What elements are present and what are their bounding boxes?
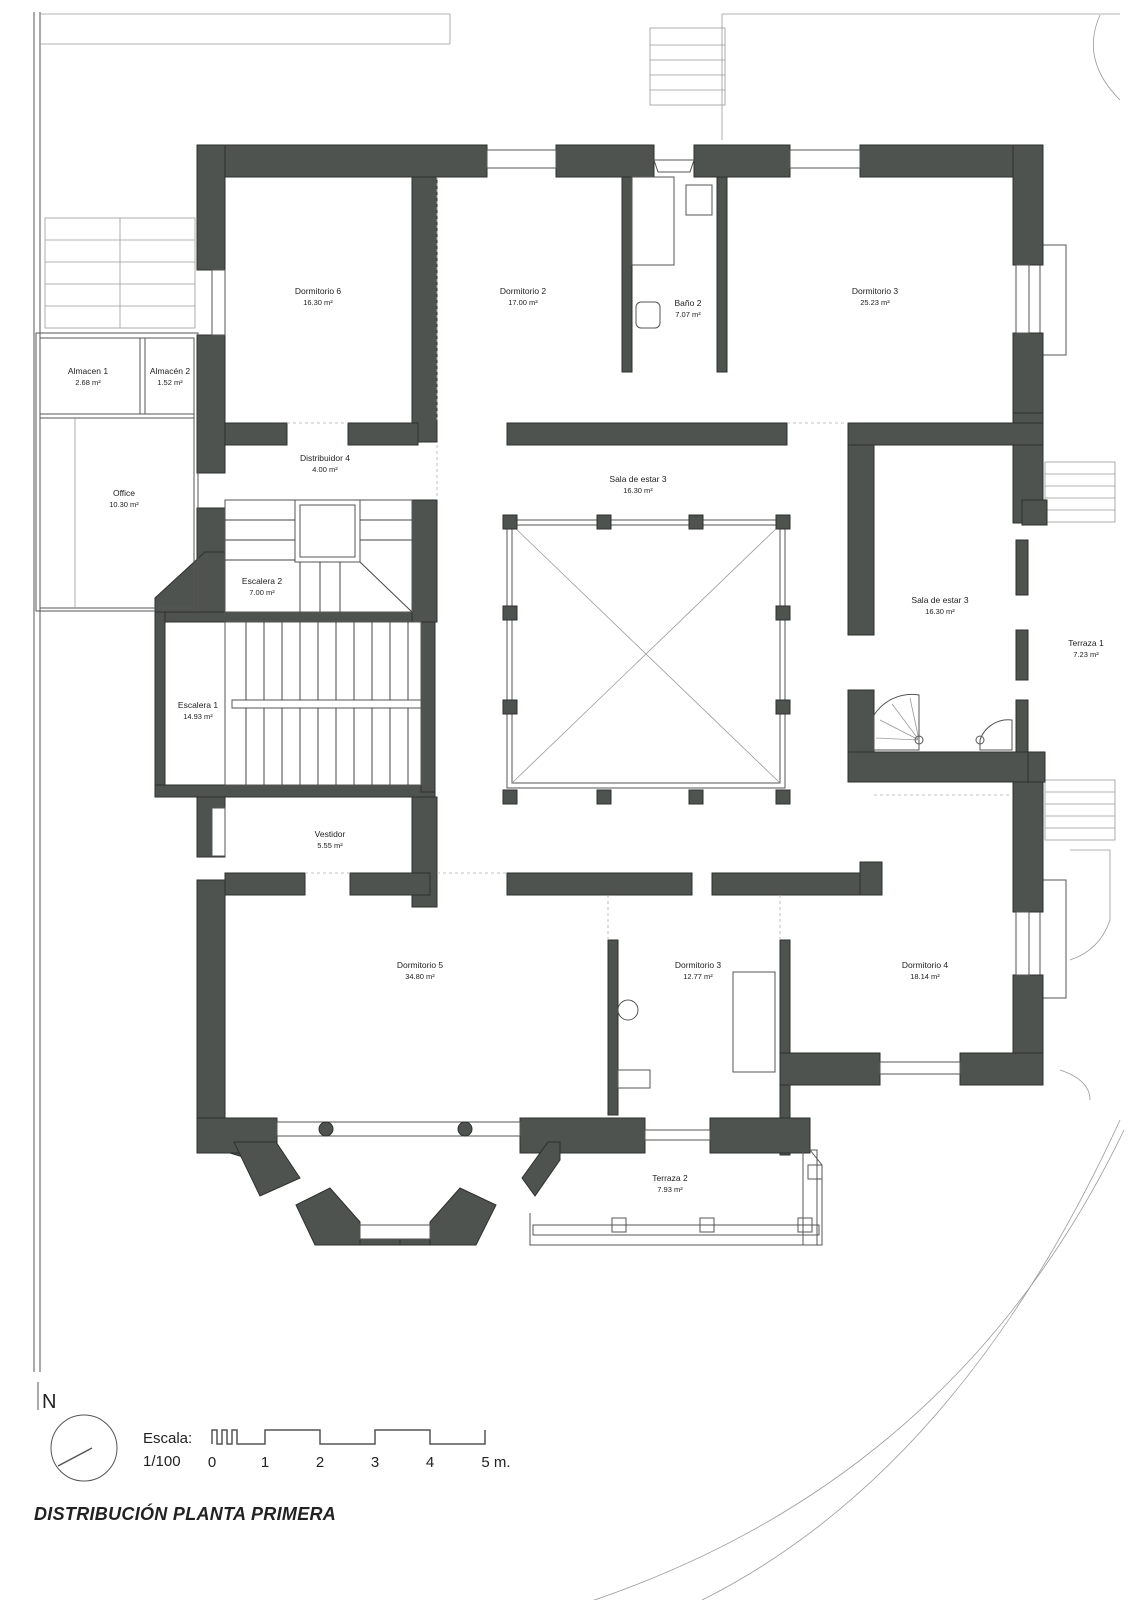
room-label-dormitorio3b: Dormitorio 3 <box>675 960 722 970</box>
room-label-terraza2: Terraza 2 <box>652 1173 688 1183</box>
room-label-distribuidor4: Distribuidor 4 <box>300 453 350 463</box>
room-label-dormitorio3a: Dormitorio 3 <box>852 286 899 296</box>
scale-tick-5: 5 m. <box>481 1454 510 1471</box>
room-area-vestidor: 5.55 m² <box>317 841 343 850</box>
room-area-office: 10.30 m² <box>109 500 139 509</box>
room-area-salaestar3a: 16.30 m² <box>623 486 653 495</box>
room-area-dormitorio2: 17.00 m² <box>508 298 538 307</box>
atrium <box>502 514 791 805</box>
scale-tick-2: 2 <box>316 1454 324 1471</box>
room-label-dormitorio4: Dormitorio 4 <box>902 960 949 970</box>
room-area-salaestar3b: 16.30 m² <box>925 607 955 616</box>
scale-tick-1: 1 <box>261 1454 269 1471</box>
room-label-salaestar3a: Sala de estar 3 <box>609 474 666 484</box>
dashed-openings <box>287 177 1013 940</box>
windows <box>211 149 1030 1240</box>
west-annex <box>35 332 199 612</box>
room-area-dormitorio5: 34.80 m² <box>405 972 435 981</box>
room-area-dormitorio6: 16.30 m² <box>303 298 333 307</box>
room-area-bano2: 7.07 m² <box>675 310 701 319</box>
scale-tick-0: 0 <box>208 1454 216 1471</box>
room-label-escalera1: Escalera 1 <box>178 700 218 710</box>
scale-label: Escala: <box>143 1430 192 1447</box>
room-area-almacen2: 1.52 m² <box>157 378 183 387</box>
stair-1 <box>224 621 422 786</box>
site-lines <box>33 12 1125 1600</box>
scale-ratio: 1/100 <box>143 1453 181 1470</box>
room-area-distribuidor4: 4.00 m² <box>312 465 338 474</box>
room-area-terraza1: 7.23 m² <box>1073 650 1099 659</box>
room-area-almacen1: 2.68 m² <box>75 378 101 387</box>
north-label: N <box>42 1391 56 1413</box>
compass-icon <box>50 1414 118 1482</box>
room-label-bano2: Baño 2 <box>675 298 702 308</box>
room-area-dormitorio3b: 12.77 m² <box>683 972 713 981</box>
scale-tick-3: 3 <box>371 1454 379 1471</box>
room-label-almacen2: Almacén 2 <box>150 366 190 376</box>
walls <box>154 144 1048 1246</box>
north-arrow: N <box>37 1382 118 1482</box>
scale-tick-4: 4 <box>426 1454 434 1471</box>
room-area-escalera2: 7.00 m² <box>249 588 275 597</box>
plan-title: DISTRIBUCIÓN PLANTA PRIMERA <box>34 1504 337 1524</box>
stair-2 <box>224 499 413 613</box>
room-label-terraza1: Terraza 1 <box>1068 638 1104 648</box>
bathroom-fixtures <box>617 176 776 1089</box>
room-area-terraza2: 7.93 m² <box>657 1185 683 1194</box>
north-needle <box>57 1447 93 1467</box>
room-labels: Dormitorio 6 16.30 m² Dormitorio 2 17.00… <box>68 286 1104 1194</box>
room-area-dormitorio3a: 25.23 m² <box>860 298 890 307</box>
scale-bar: Escala: 1/100 0 1 2 3 4 5 m. <box>143 1429 511 1471</box>
room-area-dormitorio4: 18.14 m² <box>910 972 940 981</box>
room-label-vestidor: Vestidor <box>315 829 346 839</box>
room-label-office: Office <box>113 488 135 498</box>
room-label-dormitorio5: Dormitorio 5 <box>397 960 444 970</box>
room-label-escalera2: Escalera 2 <box>242 576 282 586</box>
room-label-salaestar3b: Sala de estar 3 <box>911 595 968 605</box>
spiral-stair <box>873 693 1013 751</box>
south-terrace <box>529 1149 823 1246</box>
room-area-escalera1: 14.93 m² <box>183 712 213 721</box>
room-label-dormitorio6: Dormitorio 6 <box>295 286 342 296</box>
room-label-dormitorio2: Dormitorio 2 <box>500 286 547 296</box>
room-label-almacen1: Almacen 1 <box>68 366 108 376</box>
